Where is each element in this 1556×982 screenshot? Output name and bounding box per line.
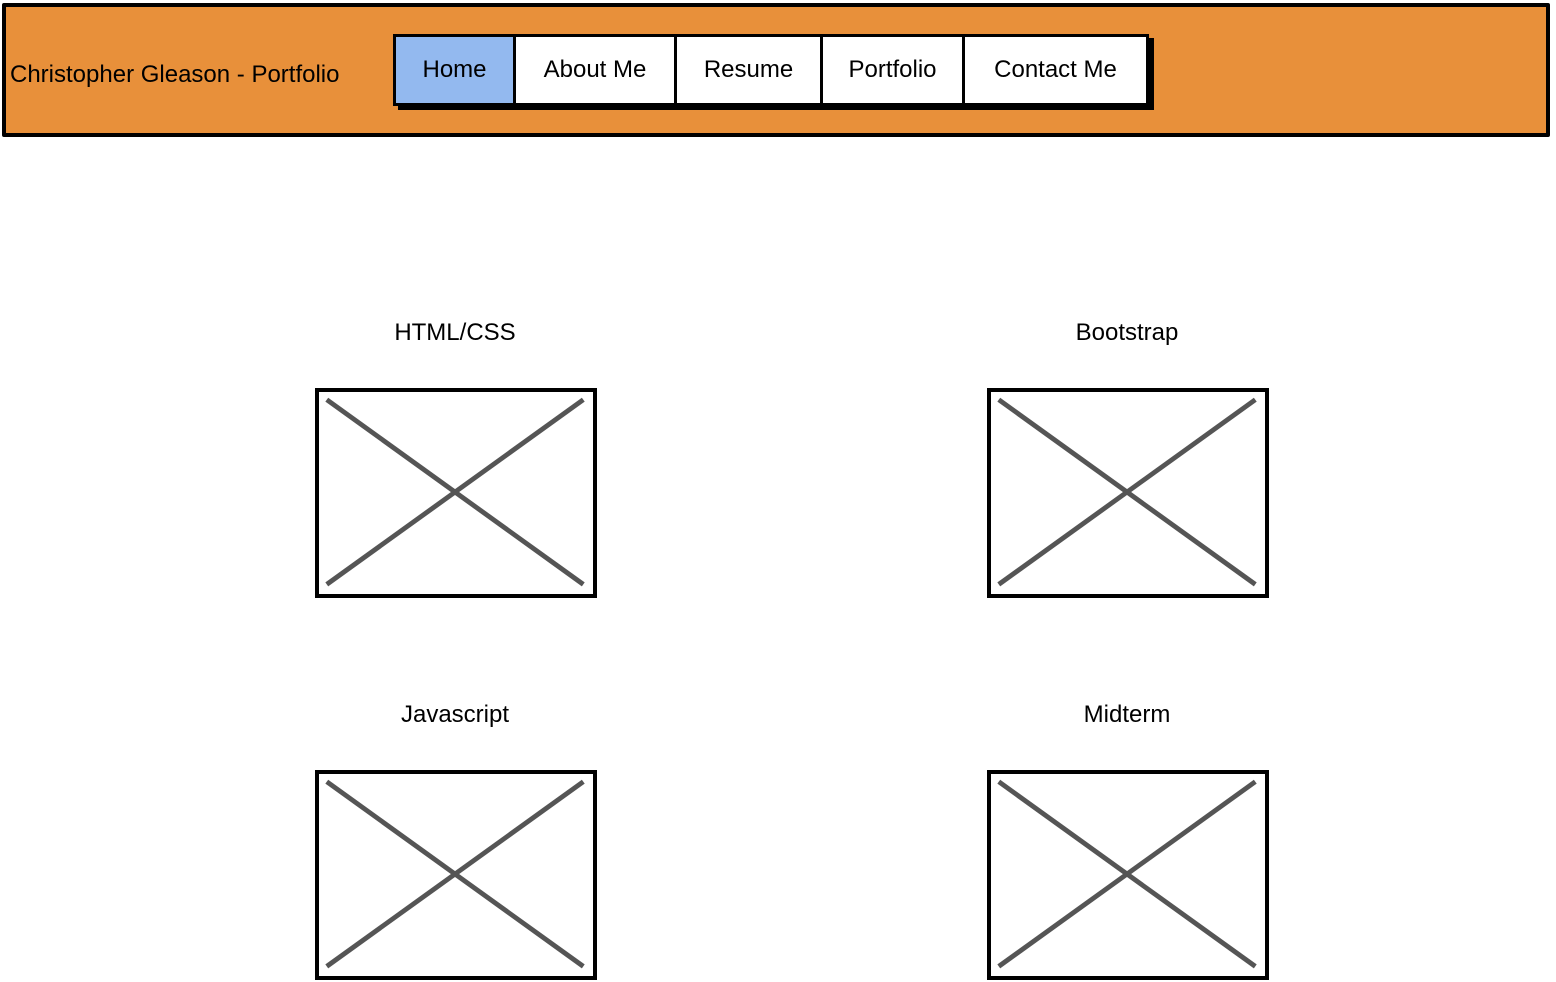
project-image-javascript[interactable] — [315, 770, 597, 980]
project-image-bootstrap[interactable] — [987, 388, 1269, 598]
project-image-midterm[interactable] — [987, 770, 1269, 980]
image-placeholder-icon — [997, 397, 1257, 587]
nav-tab-about-me[interactable]: About Me — [516, 37, 677, 103]
site-title[interactable]: Christopher Gleason - Portfolio — [10, 61, 340, 88]
project-image-html-css[interactable] — [315, 388, 597, 598]
nav-tab-contact-me[interactable]: Contact Me — [965, 37, 1146, 103]
project-title-html-css: HTML/CSS — [394, 319, 516, 346]
image-placeholder-icon — [325, 779, 585, 969]
nav-tabs: Home About Me Resume Portfolio Contact M… — [393, 34, 1149, 106]
nav-tab-resume[interactable]: Resume — [677, 37, 823, 103]
project-title-javascript: Javascript — [400, 701, 510, 728]
project-title-midterm: Midterm — [1083, 701, 1171, 728]
project-title-bootstrap: Bootstrap — [1075, 319, 1179, 346]
nav-tab-home[interactable]: Home — [396, 37, 516, 103]
image-placeholder-icon — [997, 779, 1257, 969]
image-placeholder-icon — [325, 397, 585, 587]
nav-tab-portfolio[interactable]: Portfolio — [823, 37, 965, 103]
header-bar: Christopher Gleason - Portfolio — [2, 3, 1550, 137]
